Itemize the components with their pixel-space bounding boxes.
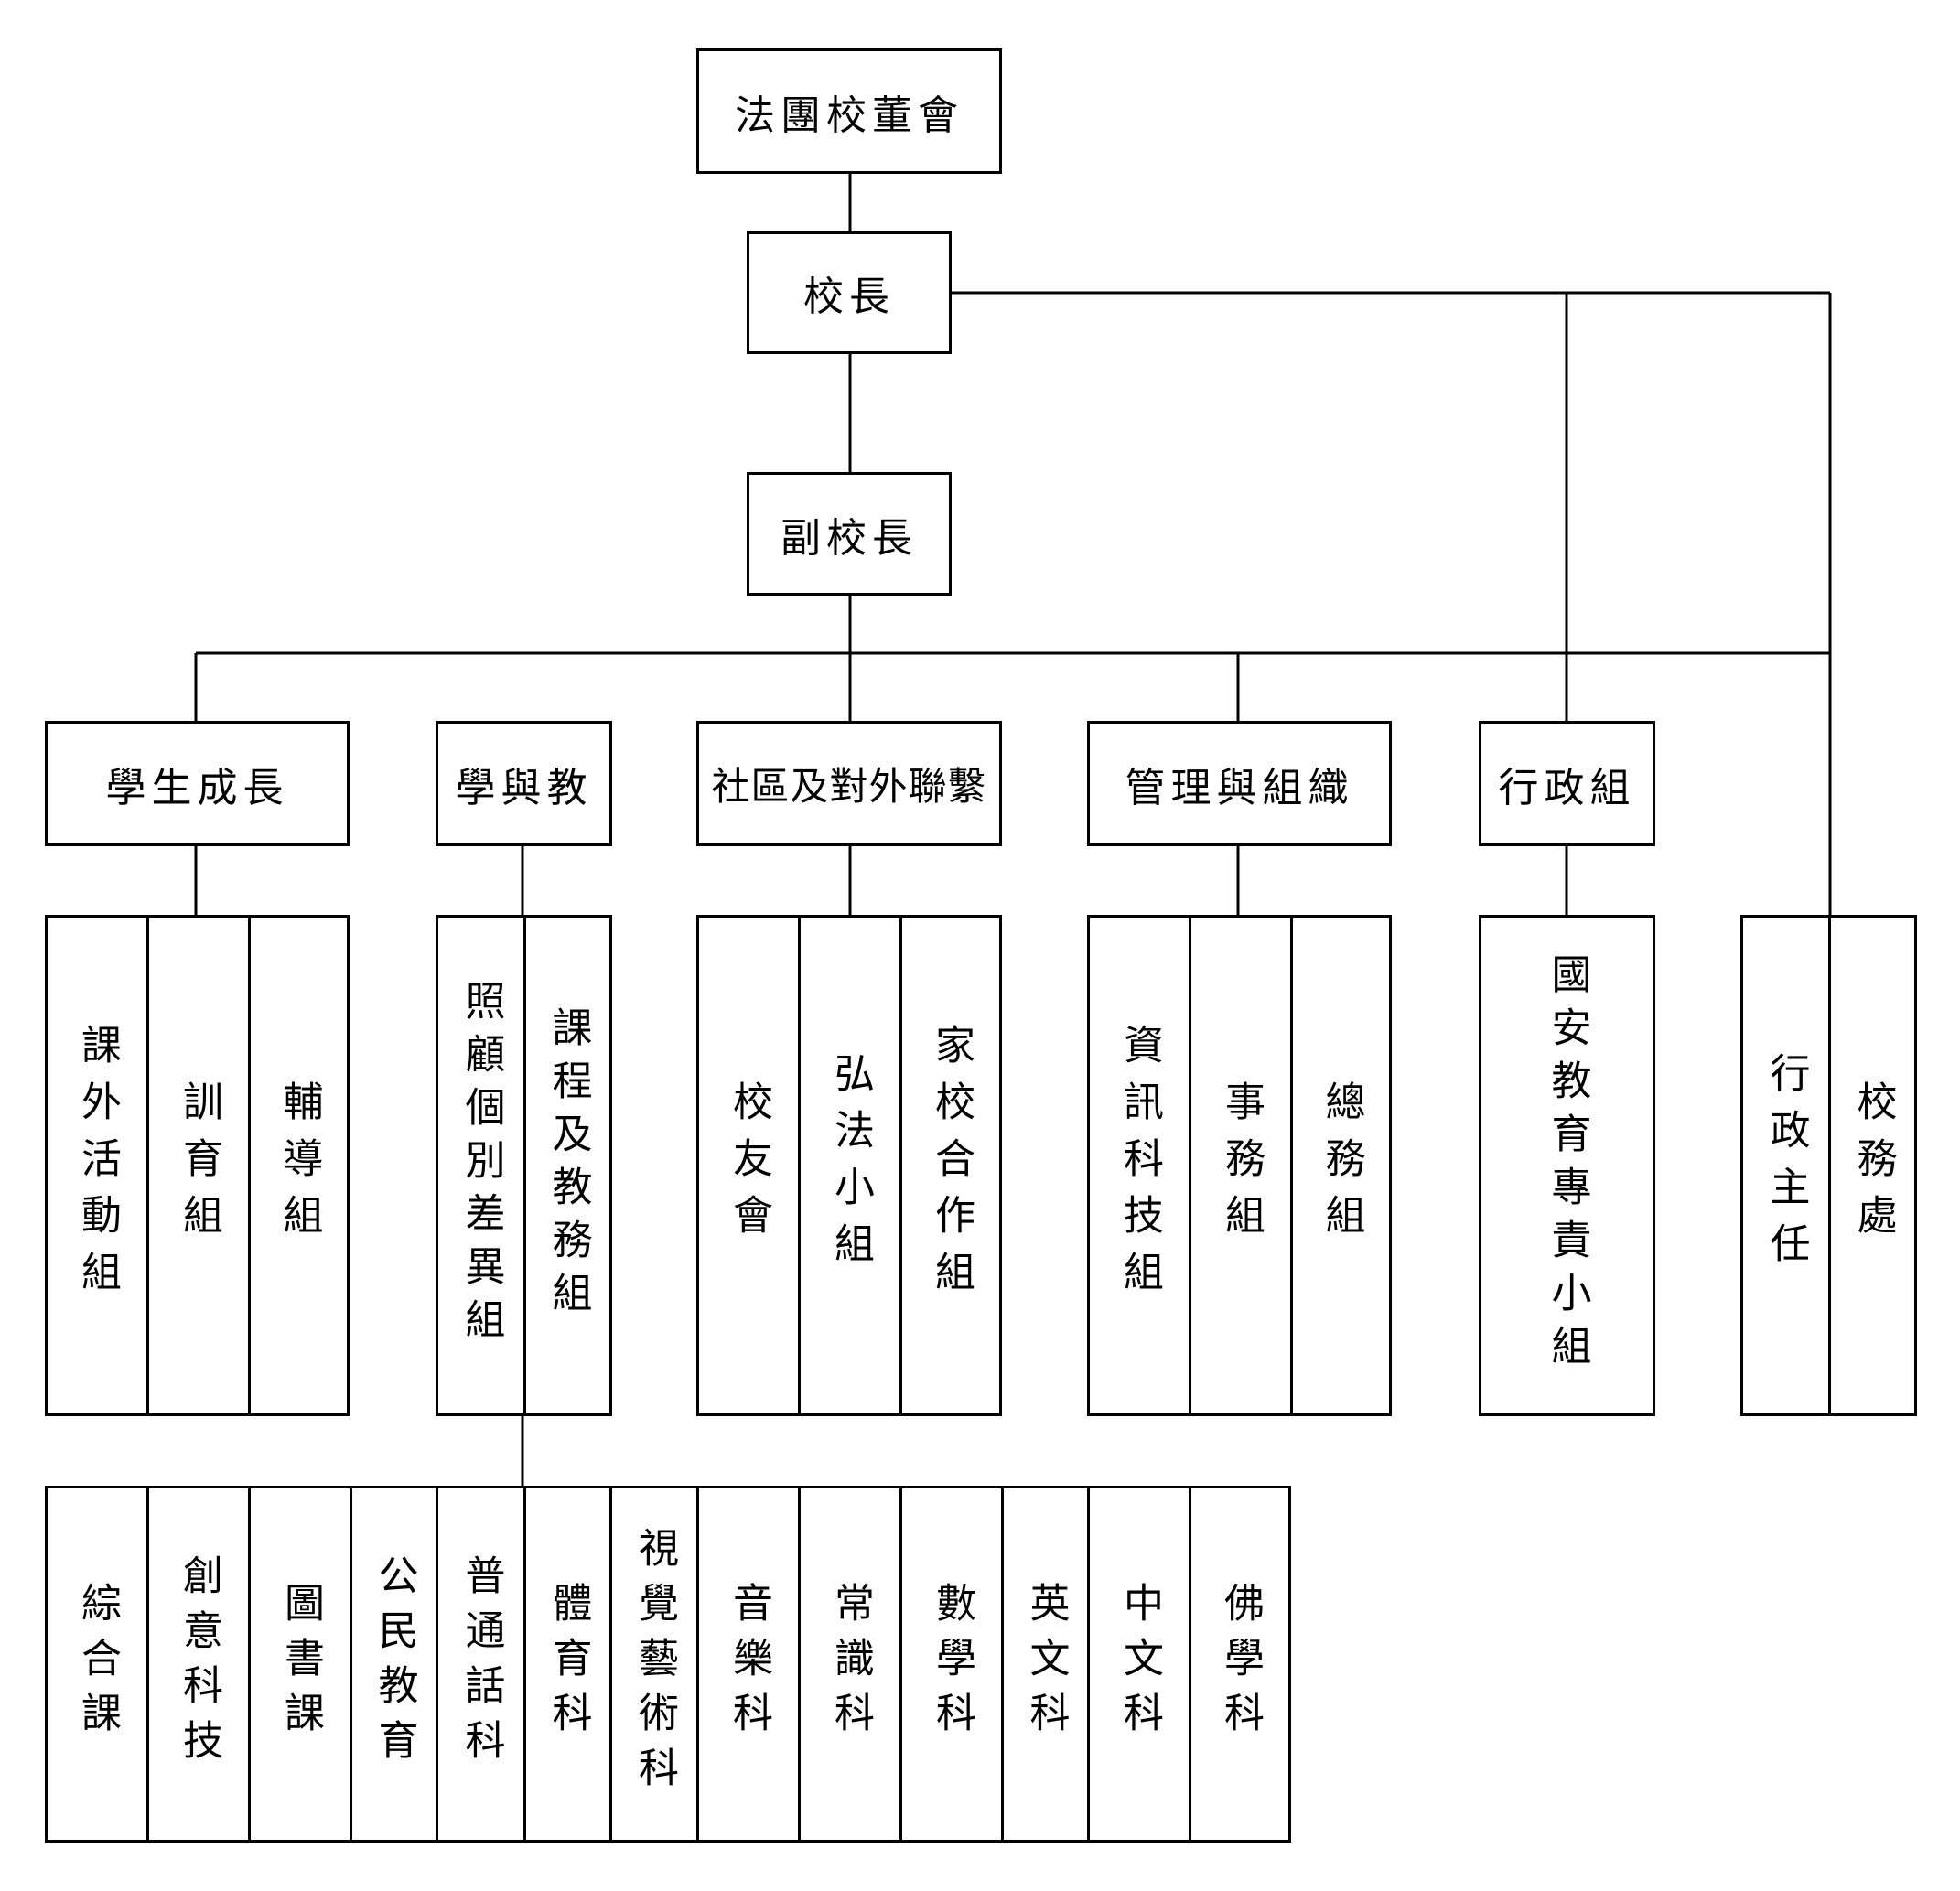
unit-counselling: 輔導組 xyxy=(248,915,350,1416)
unit-alumni: 校友會 xyxy=(696,915,801,1416)
dept-management: 管理與組織 xyxy=(1087,721,1392,846)
unit-it: 資訊科技組 xyxy=(1087,915,1191,1416)
subject-integrated: 綜合課 xyxy=(45,1486,149,1843)
dept-community-relations: 社區及對外聯繫 xyxy=(696,721,1002,846)
unit-general-affairs: 總務組 xyxy=(1290,915,1392,1416)
subject-putonghua: 普通話科 xyxy=(436,1486,526,1843)
principal-box: 校長 xyxy=(747,231,952,354)
subject-buddhism: 佛學科 xyxy=(1189,1486,1291,1843)
unit-school-office: 校務處 xyxy=(1828,915,1917,1416)
subject-music: 音樂科 xyxy=(696,1486,801,1843)
subject-general-studies: 常識科 xyxy=(798,1486,902,1843)
unit-diverse-needs: 照顧個別差異組 xyxy=(436,915,526,1416)
subject-english: 英文科 xyxy=(1001,1486,1090,1843)
board-box: 法團校董會 xyxy=(696,48,1002,174)
unit-national-security: 國安教育專責小組 xyxy=(1479,915,1655,1416)
subject-library: 圖書課 xyxy=(248,1486,352,1843)
unit-affairs: 事務組 xyxy=(1189,915,1293,1416)
dept-student-growth: 學生成長 xyxy=(45,721,350,846)
vice-principal-box: 副校長 xyxy=(747,472,952,596)
unit-curriculum: 課程及教務組 xyxy=(523,915,612,1416)
subject-creative-tech: 創意科技 xyxy=(146,1486,251,1843)
subject-civic: 公民教育 xyxy=(350,1486,438,1843)
subject-math: 數學科 xyxy=(899,1486,1004,1843)
dept-learning-teaching: 學與教 xyxy=(436,721,612,846)
dept-admin-group: 行政組 xyxy=(1479,721,1655,846)
unit-extracurricular: 課外活動組 xyxy=(45,915,149,1416)
unit-admin-head: 行政主任 xyxy=(1740,915,1831,1416)
unit-discipline: 訓育組 xyxy=(146,915,251,1416)
subject-chinese: 中文科 xyxy=(1087,1486,1191,1843)
subject-visual-arts: 視覺藝術科 xyxy=(609,1486,699,1843)
unit-parent-school: 家校合作組 xyxy=(899,915,1002,1416)
subject-pe: 體育科 xyxy=(523,1486,612,1843)
unit-dharma: 弘法小組 xyxy=(798,915,902,1416)
